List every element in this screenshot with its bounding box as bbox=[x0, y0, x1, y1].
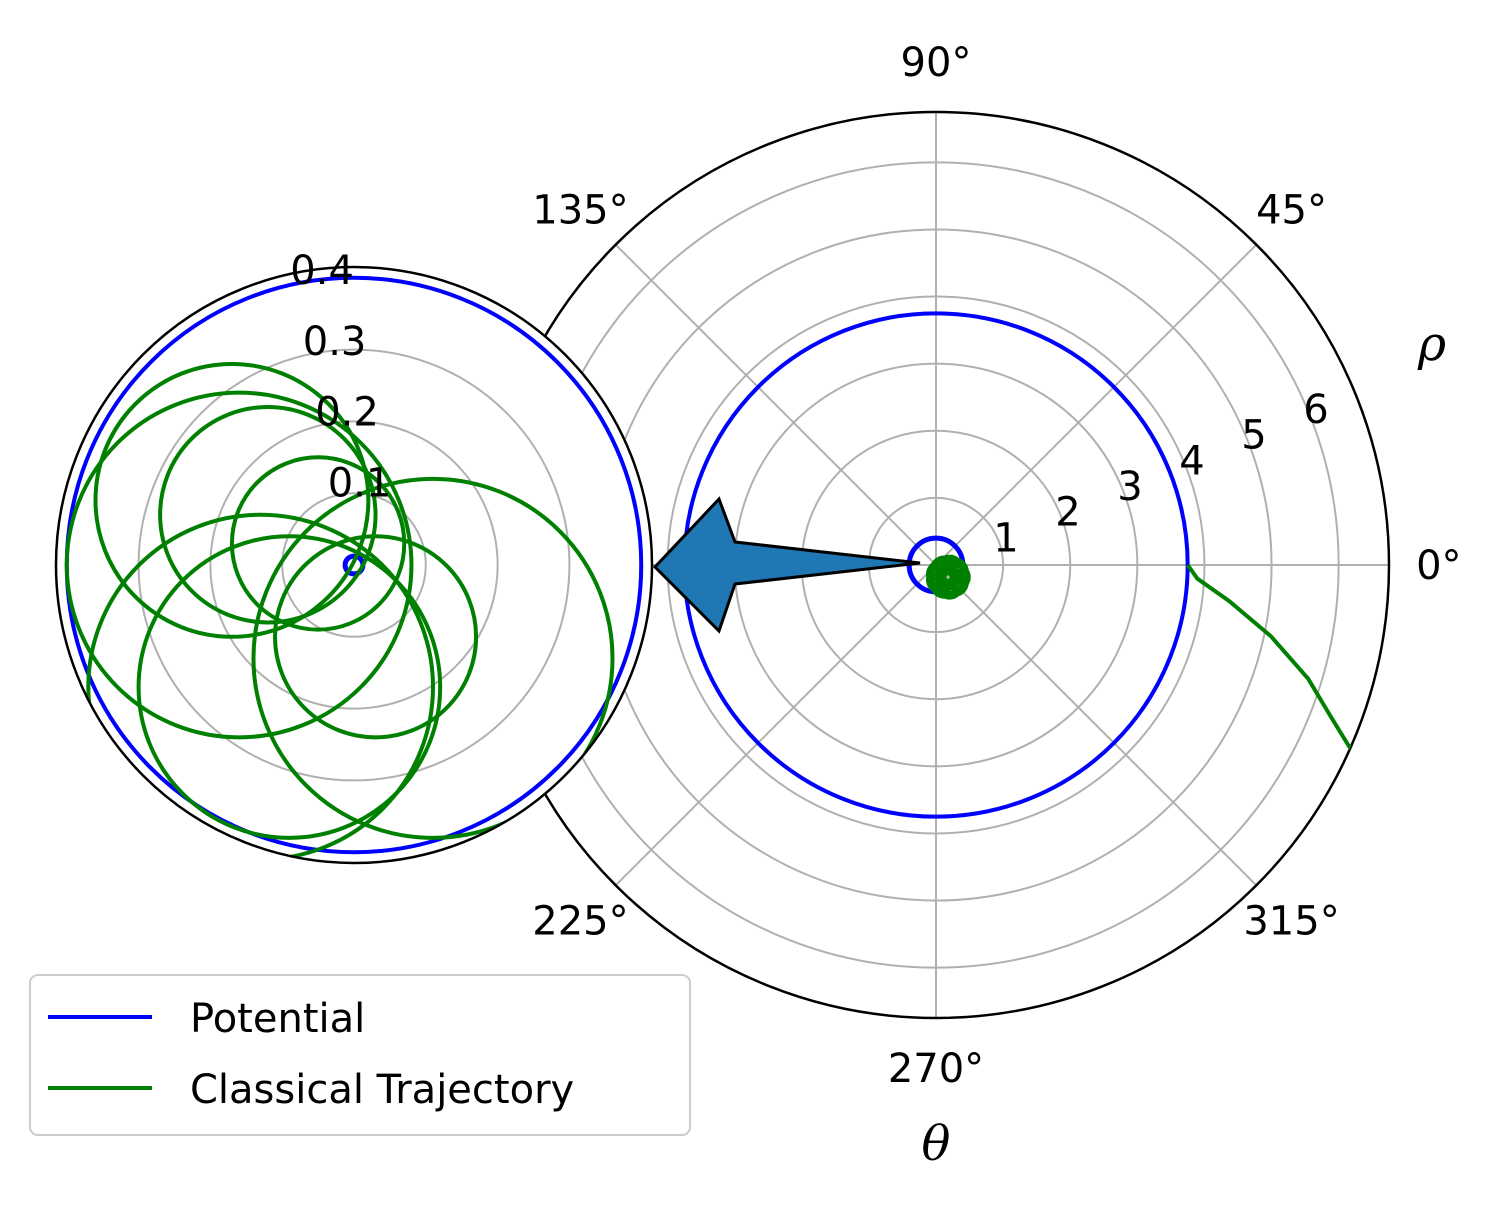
theta-tick-label: 0° bbox=[1416, 543, 1461, 589]
r-tick-label: 4 bbox=[1179, 438, 1204, 484]
inset-r-tick-label: 0.2 bbox=[315, 390, 379, 436]
inset-polar-axes: 0.1 0.2 0.3 0.4 bbox=[54, 248, 654, 865]
theta-tick-label: 135° bbox=[532, 187, 628, 233]
theta-gridline bbox=[614, 564, 937, 887]
theta-tick-label: 225° bbox=[532, 899, 628, 945]
legend-label-potential: Potential bbox=[190, 996, 365, 1042]
r-tick-label: 3 bbox=[1117, 464, 1142, 510]
theta-gridline bbox=[935, 564, 1258, 887]
theta-tick-label: 315° bbox=[1243, 899, 1339, 945]
theta-tick-label: 270° bbox=[888, 1046, 984, 1092]
zoom-arrow bbox=[652, 496, 921, 634]
r-tick-label: 6 bbox=[1303, 387, 1328, 433]
inset-trajectory-loop bbox=[251, 476, 615, 840]
r-tick-label: 5 bbox=[1241, 413, 1266, 459]
theta-gridline bbox=[935, 243, 1258, 566]
r-tick-label: 1 bbox=[993, 515, 1018, 561]
inset-r-tick-label: 0.1 bbox=[328, 460, 392, 506]
r-tick-label: 2 bbox=[1055, 490, 1080, 536]
theta-tick-label: 45° bbox=[1256, 187, 1327, 233]
inset-r-gridline bbox=[209, 420, 499, 710]
inset-trajectory-loop bbox=[158, 405, 378, 625]
inset-r-tick-label: 0.3 bbox=[303, 319, 367, 365]
theta-gridline bbox=[614, 243, 937, 566]
legend: Potential Classical Trajectory bbox=[29, 974, 691, 1136]
legend-frame bbox=[29, 974, 691, 1136]
inset-trajectory-loop bbox=[273, 534, 479, 740]
classical-trajectory-core bbox=[926, 554, 971, 600]
theta-tick-label: 90° bbox=[901, 40, 972, 86]
inset-trajectory-loop bbox=[93, 361, 371, 639]
inset-r-gridline bbox=[281, 492, 427, 638]
zoom-arrow-shape bbox=[652, 496, 921, 634]
inset-r-tick-label: 0.4 bbox=[290, 248, 354, 294]
inset-frame bbox=[54, 265, 654, 865]
inset-trajectory-loop bbox=[64, 390, 414, 740]
r-axis-label: ρ bbox=[1417, 316, 1446, 372]
inset-trajectory-loop bbox=[229, 455, 407, 632]
inset-trajectory-loop bbox=[136, 534, 443, 840]
theta-axis-label: θ bbox=[922, 1116, 951, 1172]
legend-label-classical-trajectory: Classical Trajectory bbox=[190, 1067, 574, 1113]
classical-trajectory-line bbox=[1186, 563, 1361, 764]
